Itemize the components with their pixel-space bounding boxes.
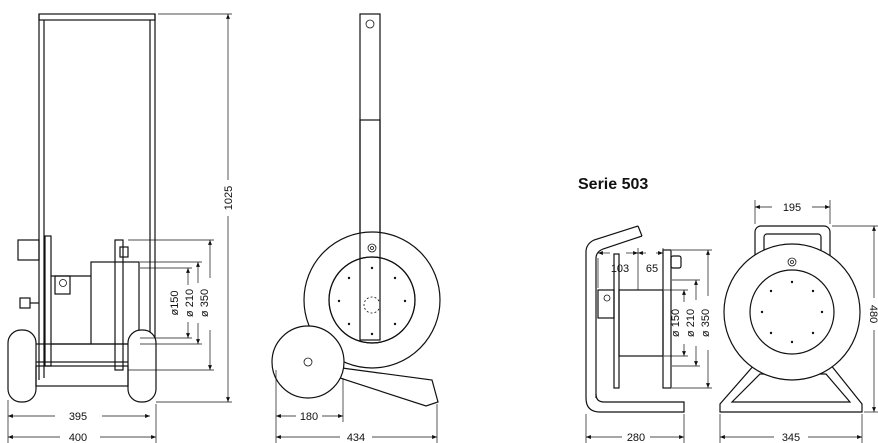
dim-d150: ø150 [169, 290, 181, 315]
dim-103: 103 [611, 263, 629, 275]
reel-front-dims: 195 480 345 [719, 200, 878, 443]
dim-395: 395 [69, 411, 87, 423]
reel-side-dims: 103 65 ø 150 ø 210 ø 350 280 [585, 248, 712, 443]
dim-180: 180 [300, 411, 318, 423]
reel-side-view [585, 225, 685, 413]
dim-d350: ø 350 [199, 289, 211, 317]
dim-d210: ø 210 [184, 289, 196, 317]
trolley-side-view [7, 13, 157, 403]
reel-front-view [719, 225, 863, 413]
dim-400: 400 [69, 432, 87, 443]
dim-65: 65 [646, 263, 658, 275]
trolley-front-dims: 180 434 [275, 370, 438, 443]
trolley-front-view [271, 13, 441, 407]
dim-280: 280 [627, 432, 645, 443]
dim-195: 195 [783, 202, 801, 214]
series-title: Serie 503 [578, 176, 648, 193]
dim-345: 345 [782, 432, 800, 443]
dim-reel-d150: ø 150 [670, 309, 682, 337]
dim-434: 434 [347, 432, 365, 443]
dim-reel-d350: ø 350 [700, 309, 712, 337]
dim-height-1025: 1025 [223, 186, 235, 210]
dim-reel-d210: ø 210 [685, 309, 697, 337]
dim-480: 480 [867, 305, 878, 323]
trolley-side-dims: 1025 ø150 ø 210 ø 350 395 400 [7, 13, 235, 443]
